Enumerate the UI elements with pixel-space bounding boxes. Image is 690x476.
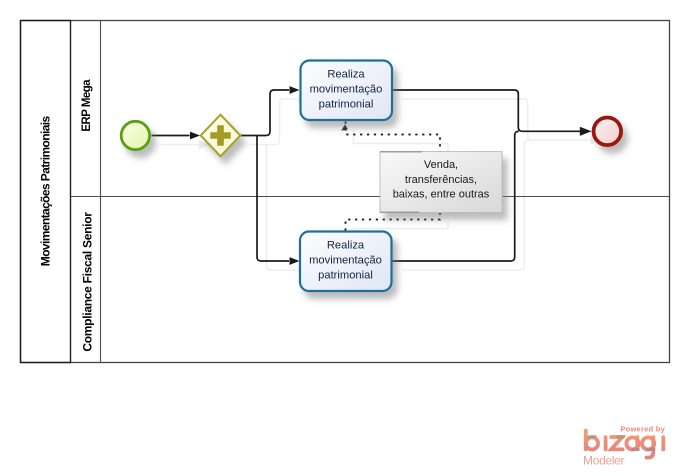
svg-text:Compliance Fiscal Senior: Compliance Fiscal Senior <box>81 212 95 352</box>
svg-text:Realiza: Realiza <box>327 69 365 81</box>
svg-text:movimentação: movimentação <box>309 255 382 267</box>
svg-text:patrimonial: patrimonial <box>318 270 373 282</box>
svg-text:baixas, entre outras: baixas, entre outras <box>393 189 490 201</box>
svg-text:ERP Mega: ERP Mega <box>81 79 93 132</box>
svg-text:Venda,: Venda, <box>424 159 458 171</box>
svg-text:patrimonial: patrimonial <box>319 99 374 111</box>
svg-text:Modeler: Modeler <box>583 454 625 468</box>
svg-text:Powered by: Powered by <box>620 425 665 434</box>
svg-text:transferências,: transferências, <box>405 174 477 186</box>
svg-text:Realiza: Realiza <box>327 240 365 252</box>
svg-text:movimentação: movimentação <box>310 84 383 96</box>
svg-text:Movimentações Patrimoniais: Movimentações Patrimoniais <box>39 115 53 266</box>
